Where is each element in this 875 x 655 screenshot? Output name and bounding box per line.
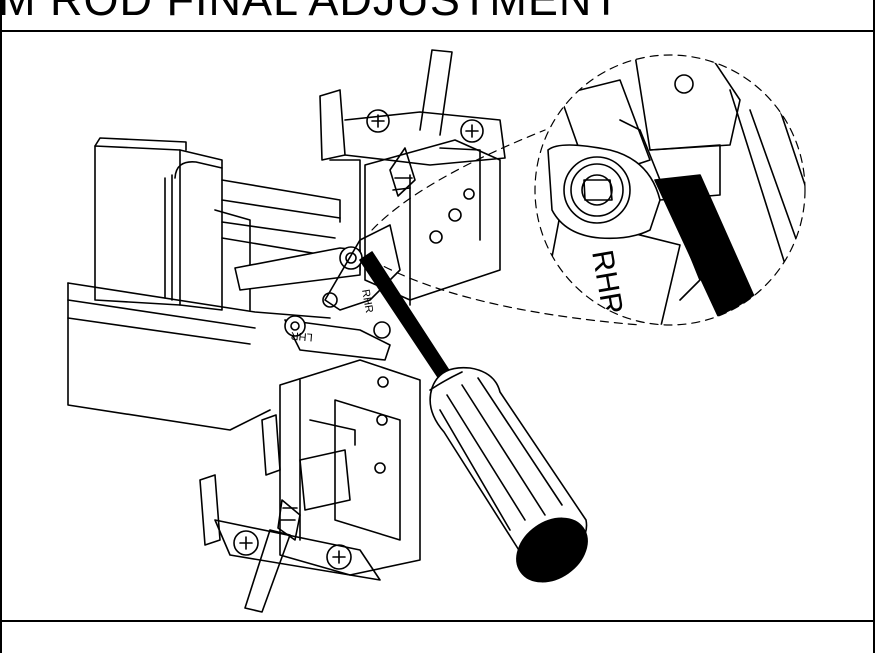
callout-lines [371, 129, 641, 326]
assembly-illustration: RHR LHR [67, 49, 806, 613]
footer-band [0, 620, 875, 655]
lhr-label: LHR [290, 329, 313, 343]
rail-track [67, 179, 341, 431]
title-band: M ROD FINAL ADJUSTMENT [0, 0, 875, 32]
lever-arms: RHR LHR [234, 224, 401, 361]
screwdriver [359, 251, 588, 583]
page-title: M ROD FINAL ADJUSTMENT [0, 0, 621, 26]
detail-magnifier: RHR [534, 54, 806, 326]
lower-rod [244, 499, 301, 613]
motor-housing [94, 137, 223, 311]
rhr-label: RHR [359, 288, 375, 314]
lower-bracket [199, 359, 421, 581]
upper-rod [389, 49, 453, 197]
